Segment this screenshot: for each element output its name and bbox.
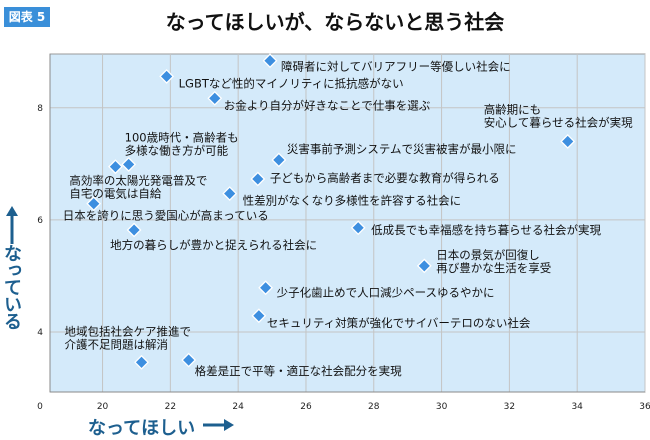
data-point	[222, 186, 238, 201]
x-tick-label: 34	[571, 402, 583, 412]
data-label: 自宅の電気は自給	[69, 187, 161, 201]
data-label: LGBTなど性的マイノリティに抵抗感がない	[179, 76, 404, 90]
x-tick-label: 24	[232, 402, 244, 412]
x-axis-label-text: なってほしい	[88, 418, 196, 439]
data-label: 性差別がなくなり多様性を許容する社会に	[243, 194, 462, 208]
data-point	[181, 352, 197, 368]
data-point	[121, 157, 137, 172]
data-point	[126, 222, 142, 238]
x-tick-label: 30	[436, 402, 448, 412]
x-tick-label: 28	[368, 402, 380, 412]
data-label: セキュリティ対策が強化でサイバーテロのない社会	[267, 316, 531, 330]
data-label: 高効率の太陽光発電普及で	[69, 174, 207, 188]
data-label: 地方の暮らしが豊かと捉えられる社会に	[110, 238, 317, 252]
data-point	[86, 196, 102, 212]
data-point	[159, 69, 175, 84]
data-label: 地域包括社会ケア推進で	[65, 324, 191, 338]
data-label: 日本を誇りに思う愛国心が高まっている	[63, 209, 269, 223]
data-label: 多様な働き方が可能	[125, 143, 229, 157]
x-tick-label: 20	[97, 402, 109, 412]
data-label: 安心して暮らせる社会が実現	[484, 115, 633, 129]
data-point	[262, 53, 278, 69]
figure-badge: 図表 5	[4, 7, 50, 27]
x-tick-label: 22	[165, 402, 176, 412]
chart-title: なってほしいが、ならないと思う社会	[165, 10, 505, 34]
data-label: 障碍者に対してバリアフリー等優しい社会に	[281, 60, 511, 74]
data-label: 格差是正で平等・適正な社会配分を実現	[195, 364, 402, 378]
data-label: 子どもから高齢者まで必要な教育が得られる	[270, 171, 500, 185]
data-label: お金より自分が好きなことで仕事を選ぶ	[224, 98, 431, 112]
data-label: 低成長でも幸福感を持ち暮らせる社会が実現	[371, 223, 601, 237]
x-tick-label: 32	[504, 402, 515, 412]
data-label: 少子化歯止めで人口減少ペースゆるやかに	[277, 286, 495, 300]
y-tick-label: 4	[37, 328, 43, 338]
data-point	[560, 134, 576, 149]
plot-area	[49, 53, 646, 393]
data-point	[134, 354, 149, 370]
y-axis-arrow-icon	[6, 206, 18, 216]
y-tick-label: 8	[37, 104, 43, 114]
x-axis-arrow-icon	[224, 419, 234, 431]
data-label: 災害事前予測システムで災害被害が最小限に	[287, 142, 517, 156]
data-point	[250, 171, 266, 187]
data-point	[108, 159, 123, 175]
x-axis-label: なってほしい	[88, 414, 195, 440]
data-label: 高齢期にも	[484, 102, 542, 116]
data-point	[271, 152, 287, 168]
data-point	[207, 90, 223, 106]
data-point	[416, 258, 432, 274]
y-tick-label: 6	[37, 216, 43, 226]
data-label: 介護不足問題は解消	[65, 337, 168, 351]
data-point	[258, 280, 274, 296]
data-point	[350, 220, 366, 236]
data-label: 再び豊かな生活を享受	[436, 261, 551, 275]
x-tick-label: 36	[639, 402, 650, 412]
x-tick-label: 26	[300, 402, 312, 412]
data-point	[251, 308, 267, 324]
x-origin-label: 0	[37, 402, 43, 412]
data-label: 100歳時代・高齢者も	[125, 130, 239, 144]
y-axis-label: なっている	[1, 244, 22, 329]
data-label: 日本の景気が回復し	[436, 248, 540, 262]
